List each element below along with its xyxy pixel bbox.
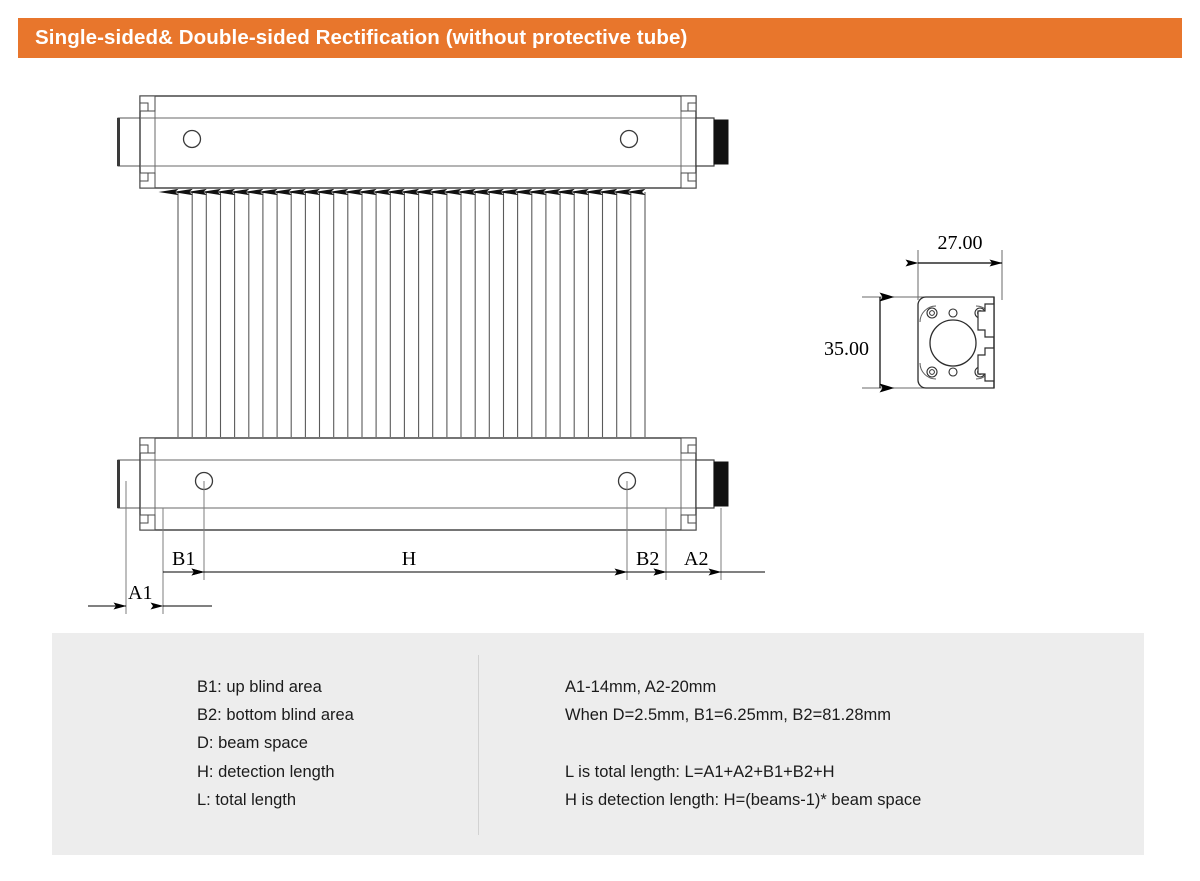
legend-item-d: D: beam space xyxy=(197,734,308,753)
cross-section-profile: 27.00 35.00 xyxy=(824,232,1003,393)
dimension-a2: A2 xyxy=(653,548,765,576)
page-title: Single-sided& Double-sided Rectification… xyxy=(35,26,688,49)
beam-arrows xyxy=(158,188,646,437)
dimension-b1: B1 xyxy=(163,548,205,576)
dimension-extension-lines xyxy=(125,481,722,614)
legend-panel: B1: up blind area B2: bottom blind area … xyxy=(52,633,1144,855)
cross-section-height-dimension: 35.00 xyxy=(824,292,895,393)
dimension-label-b1: B1 xyxy=(172,548,195,570)
dimension-label-a2: A2 xyxy=(684,548,708,570)
legend-item-h: H: detection length xyxy=(197,762,335,781)
legend-item-l: L: total length xyxy=(197,790,297,809)
legend-note-d-example: When D=2.5mm, B1=6.25mm, B2=81.28mm xyxy=(565,706,892,725)
dimension-a1: A1 xyxy=(88,582,212,610)
cross-section-height-label: 35.00 xyxy=(824,338,869,360)
legend-blank-line xyxy=(565,729,921,757)
emitter-bar-top xyxy=(117,95,729,189)
dimension-h: H xyxy=(191,548,628,576)
legend-note-a-values: A1-14mm, A2-20mm xyxy=(565,678,717,696)
cross-section-width-label: 27.00 xyxy=(938,232,983,254)
legend-item-b2: B2: bottom blind area xyxy=(197,706,354,725)
header-banner: Single-sided& Double-sided Rectification… xyxy=(18,18,1182,58)
dimension-label-a1: A1 xyxy=(128,582,152,604)
dimension-label-h: H xyxy=(402,548,416,570)
legend-column-right: A1-14mm, A2-20mm When D=2.5mm, B1=6.25mm… xyxy=(565,673,921,814)
legend-divider xyxy=(478,655,479,835)
legend-formula-total-length: L is total length: L=A1+A2+B1+B2+H xyxy=(565,762,835,781)
dimension-b2: B2 xyxy=(627,548,667,576)
legend-item-b1: B1: up blind area xyxy=(197,678,322,696)
legend-formula-detection-length: H is detection length: H=(beams-1)* beam… xyxy=(565,790,922,809)
legend-column-left: B1: up blind area B2: bottom blind area … xyxy=(197,673,354,814)
receiver-bar-bottom xyxy=(117,437,729,531)
dimension-label-b2: B2 xyxy=(636,548,659,570)
cross-section-width-dimension: 27.00 xyxy=(905,232,1003,267)
